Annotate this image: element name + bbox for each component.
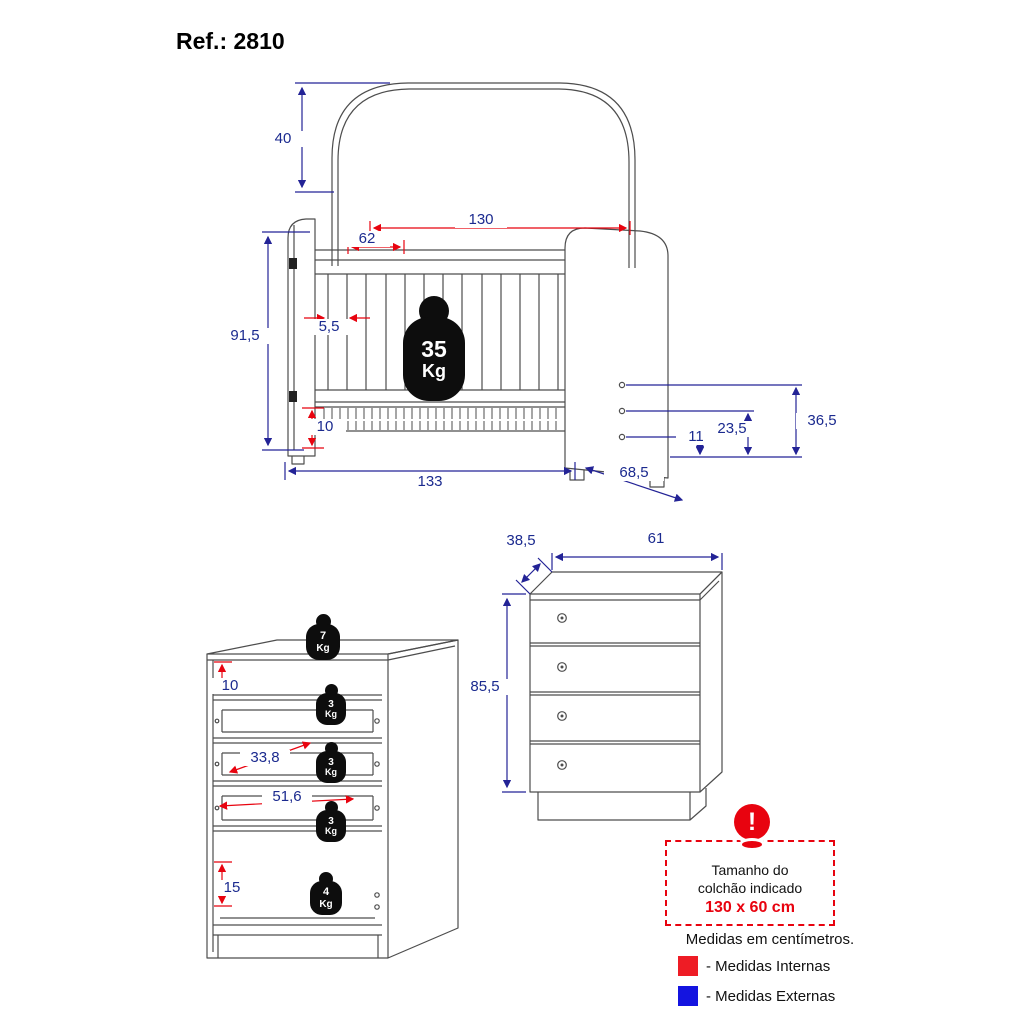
- internal-measures-swatch: [678, 956, 698, 976]
- dresser-dim-drawer-depth: 33,8: [240, 750, 290, 766]
- warning-exclamation-icon: !: [734, 804, 770, 848]
- weight-value: 3: [328, 756, 334, 768]
- weight-body: 3 Kg: [316, 693, 346, 725]
- weight-value: 7: [319, 630, 327, 643]
- exclamation-glyph: !: [747, 807, 757, 836]
- weight-value: 3: [328, 698, 334, 710]
- dresser-open-drawing: [206, 639, 459, 959]
- crib-dim-base-level-3: 36,5: [796, 413, 848, 429]
- weight-value: 4: [322, 886, 330, 899]
- legend-internal-row: - Medidas Internas: [678, 956, 830, 976]
- mattress-size-notice: Tamanho do colchão indicado 130 x 60 cm: [665, 840, 835, 926]
- crib-dim-base-height: 10: [304, 419, 346, 435]
- weight-unit: Kg: [325, 708, 337, 719]
- weight-unit: Kg: [325, 766, 337, 777]
- dresser-dim-height: 85,5: [460, 679, 510, 695]
- page-title: Ref.: 2810: [176, 28, 285, 54]
- crib-max-weight-badge: 35 Kg: [403, 296, 465, 401]
- dresser-dim-depth: 38,5: [492, 533, 550, 549]
- dresser-dim-bottom-gap: 15: [214, 880, 250, 896]
- weight-body: 3 Kg: [316, 810, 346, 842]
- dresser-dim-width: 61: [630, 531, 682, 547]
- units-note: Medidas em centímetros.: [685, 931, 855, 948]
- dresser-bottom-weight-badge: 4 Kg: [310, 872, 342, 915]
- crib-drawing: [262, 82, 802, 502]
- weight-body: 35 Kg: [403, 317, 465, 401]
- external-measures-label: - Medidas Externas: [706, 987, 836, 1005]
- crib-dim-internal-width: 62: [344, 231, 390, 247]
- legend-external-row: - Medidas Externas: [678, 986, 835, 1006]
- weight-unit: Kg: [422, 360, 446, 381]
- crib-dim-internal-length: 130: [455, 212, 507, 228]
- weight-unit: Kg: [316, 642, 330, 654]
- notice-text: Tamanho do colchão indicado: [698, 861, 802, 897]
- crib-dim-external-depth: 68,5: [604, 465, 664, 481]
- weight-value: 3: [328, 815, 334, 827]
- notice-line-1: Tamanho do: [711, 861, 789, 878]
- weight-unit: Kg: [319, 898, 333, 910]
- crib-dim-external-height: 91,5: [219, 328, 271, 344]
- drawer-1-weight-badge: 3 Kg: [316, 684, 346, 725]
- dresser-closed-drawing: [502, 552, 723, 821]
- weight-body: 7 Kg: [306, 624, 340, 660]
- weight-value: 35: [421, 336, 447, 363]
- crib-dim-headboard-height: 40: [262, 131, 304, 147]
- drawer-3-weight-badge: 3 Kg: [316, 801, 346, 842]
- dresser-top-weight-badge: 7 Kg: [306, 614, 340, 660]
- crib-dim-base-level-2: 23,5: [705, 421, 759, 437]
- dresser-dim-drawer-width: 51,6: [262, 789, 312, 805]
- warning-circle: !: [734, 804, 770, 840]
- drawer-2-weight-badge: 3 Kg: [316, 742, 346, 783]
- warning-icon-base: [742, 841, 762, 848]
- crib-dim-slat-gap: 5,5: [309, 319, 349, 335]
- weight-unit: Kg: [325, 825, 337, 836]
- mattress-size-value: 130 x 60 cm: [705, 899, 795, 916]
- internal-measures-label: - Medidas Internas: [706, 957, 831, 975]
- external-measures-swatch: [678, 986, 698, 1006]
- weight-body: 4 Kg: [310, 881, 342, 915]
- crib-dim-external-length: 133: [404, 474, 456, 490]
- notice-line-2: colchão indicado: [697, 879, 803, 896]
- dresser-dim-top-gap: 10: [212, 678, 248, 694]
- weight-body: 3 Kg: [316, 751, 346, 783]
